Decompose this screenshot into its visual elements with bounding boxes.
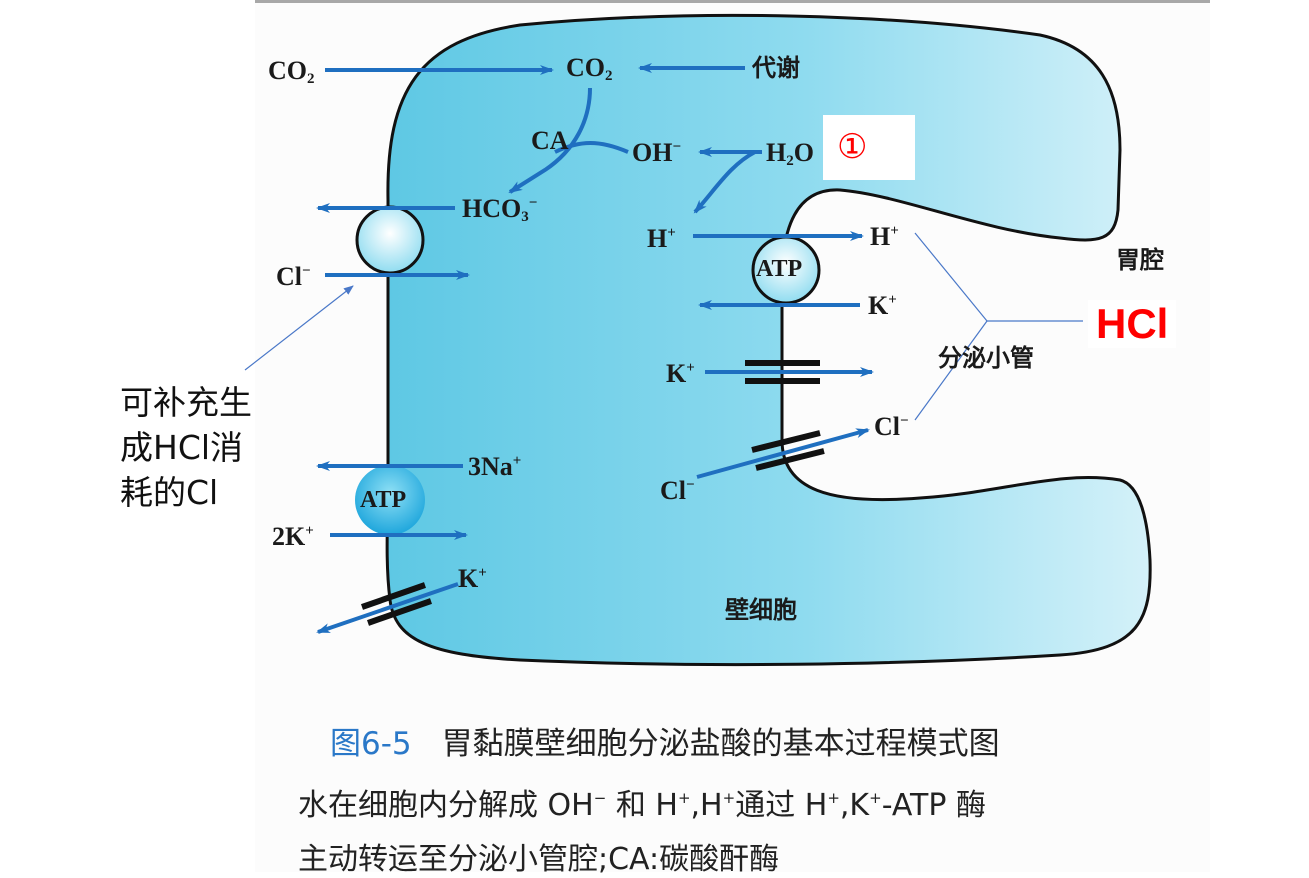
annotation-hcl: HCl xyxy=(1088,300,1177,348)
label-k-basal: K+ xyxy=(458,564,487,593)
hcl-bracket xyxy=(914,232,1083,421)
label-cl-apical: Cl− xyxy=(660,476,695,505)
flux-arrows xyxy=(316,63,874,634)
label-co2-outside: CO2 xyxy=(268,56,315,87)
cell-membrane xyxy=(385,13,1152,667)
label-3na: 3Na+ xyxy=(468,452,522,481)
label-hco3: HCO3− xyxy=(462,194,538,225)
caption-line-2: 主动转运至分泌小管腔;CA:碳酸酐酶 xyxy=(298,842,780,877)
label-cl-basal: Cl− xyxy=(276,262,311,291)
na-k-atpase xyxy=(355,465,425,535)
label-stomach-lumen: 胃腔 xyxy=(1116,246,1164,274)
k-channel-apical xyxy=(745,360,820,384)
label-h-canaliculus: H+ xyxy=(870,222,899,251)
annotation-circle-one: ① xyxy=(823,115,915,180)
label-h-inside: H+ xyxy=(647,224,676,253)
top-divider xyxy=(255,0,1210,3)
annotation-cl-note: 可补充生 成HCl消 耗的Cl xyxy=(120,380,252,515)
label-secretory-canaliculus: 分泌小管 xyxy=(938,344,1034,372)
label-metabolism: 代谢 xyxy=(752,54,800,82)
anion-exchanger xyxy=(355,205,425,275)
figure-caption-title: 图6-5 胃黏膜壁细胞分泌盐酸的基本过程模式图 xyxy=(330,718,1000,763)
figure-number: 图6-5 xyxy=(330,726,412,762)
label-2k: 2K+ xyxy=(272,522,314,551)
k-channel-basal xyxy=(361,582,432,626)
cl-channel-apical xyxy=(751,430,825,471)
label-co2-inside: CO2 xyxy=(566,53,613,84)
cl-note-pointer xyxy=(244,285,354,371)
label-atp-apical: ATP xyxy=(756,256,803,282)
label-cl-canaliculus: Cl− xyxy=(874,412,909,441)
label-atp-basal: ATP xyxy=(360,487,407,513)
label-parietal-cell: 壁细胞 xyxy=(725,596,797,624)
label-h2o: H2O xyxy=(766,138,814,169)
figure-title: 胃黏膜壁细胞分泌盐酸的基本过程模式图 xyxy=(441,726,1000,762)
label-k-canaliculus: K+ xyxy=(868,291,897,320)
label-k-apical: K+ xyxy=(666,359,695,388)
caption-line-1: 水在细胞内分解成 OH− 和 H+,H+通过 H+,K+-ATP 酶 xyxy=(298,788,986,823)
label-ca: CA xyxy=(531,126,569,155)
label-oh: OH− xyxy=(632,138,682,167)
